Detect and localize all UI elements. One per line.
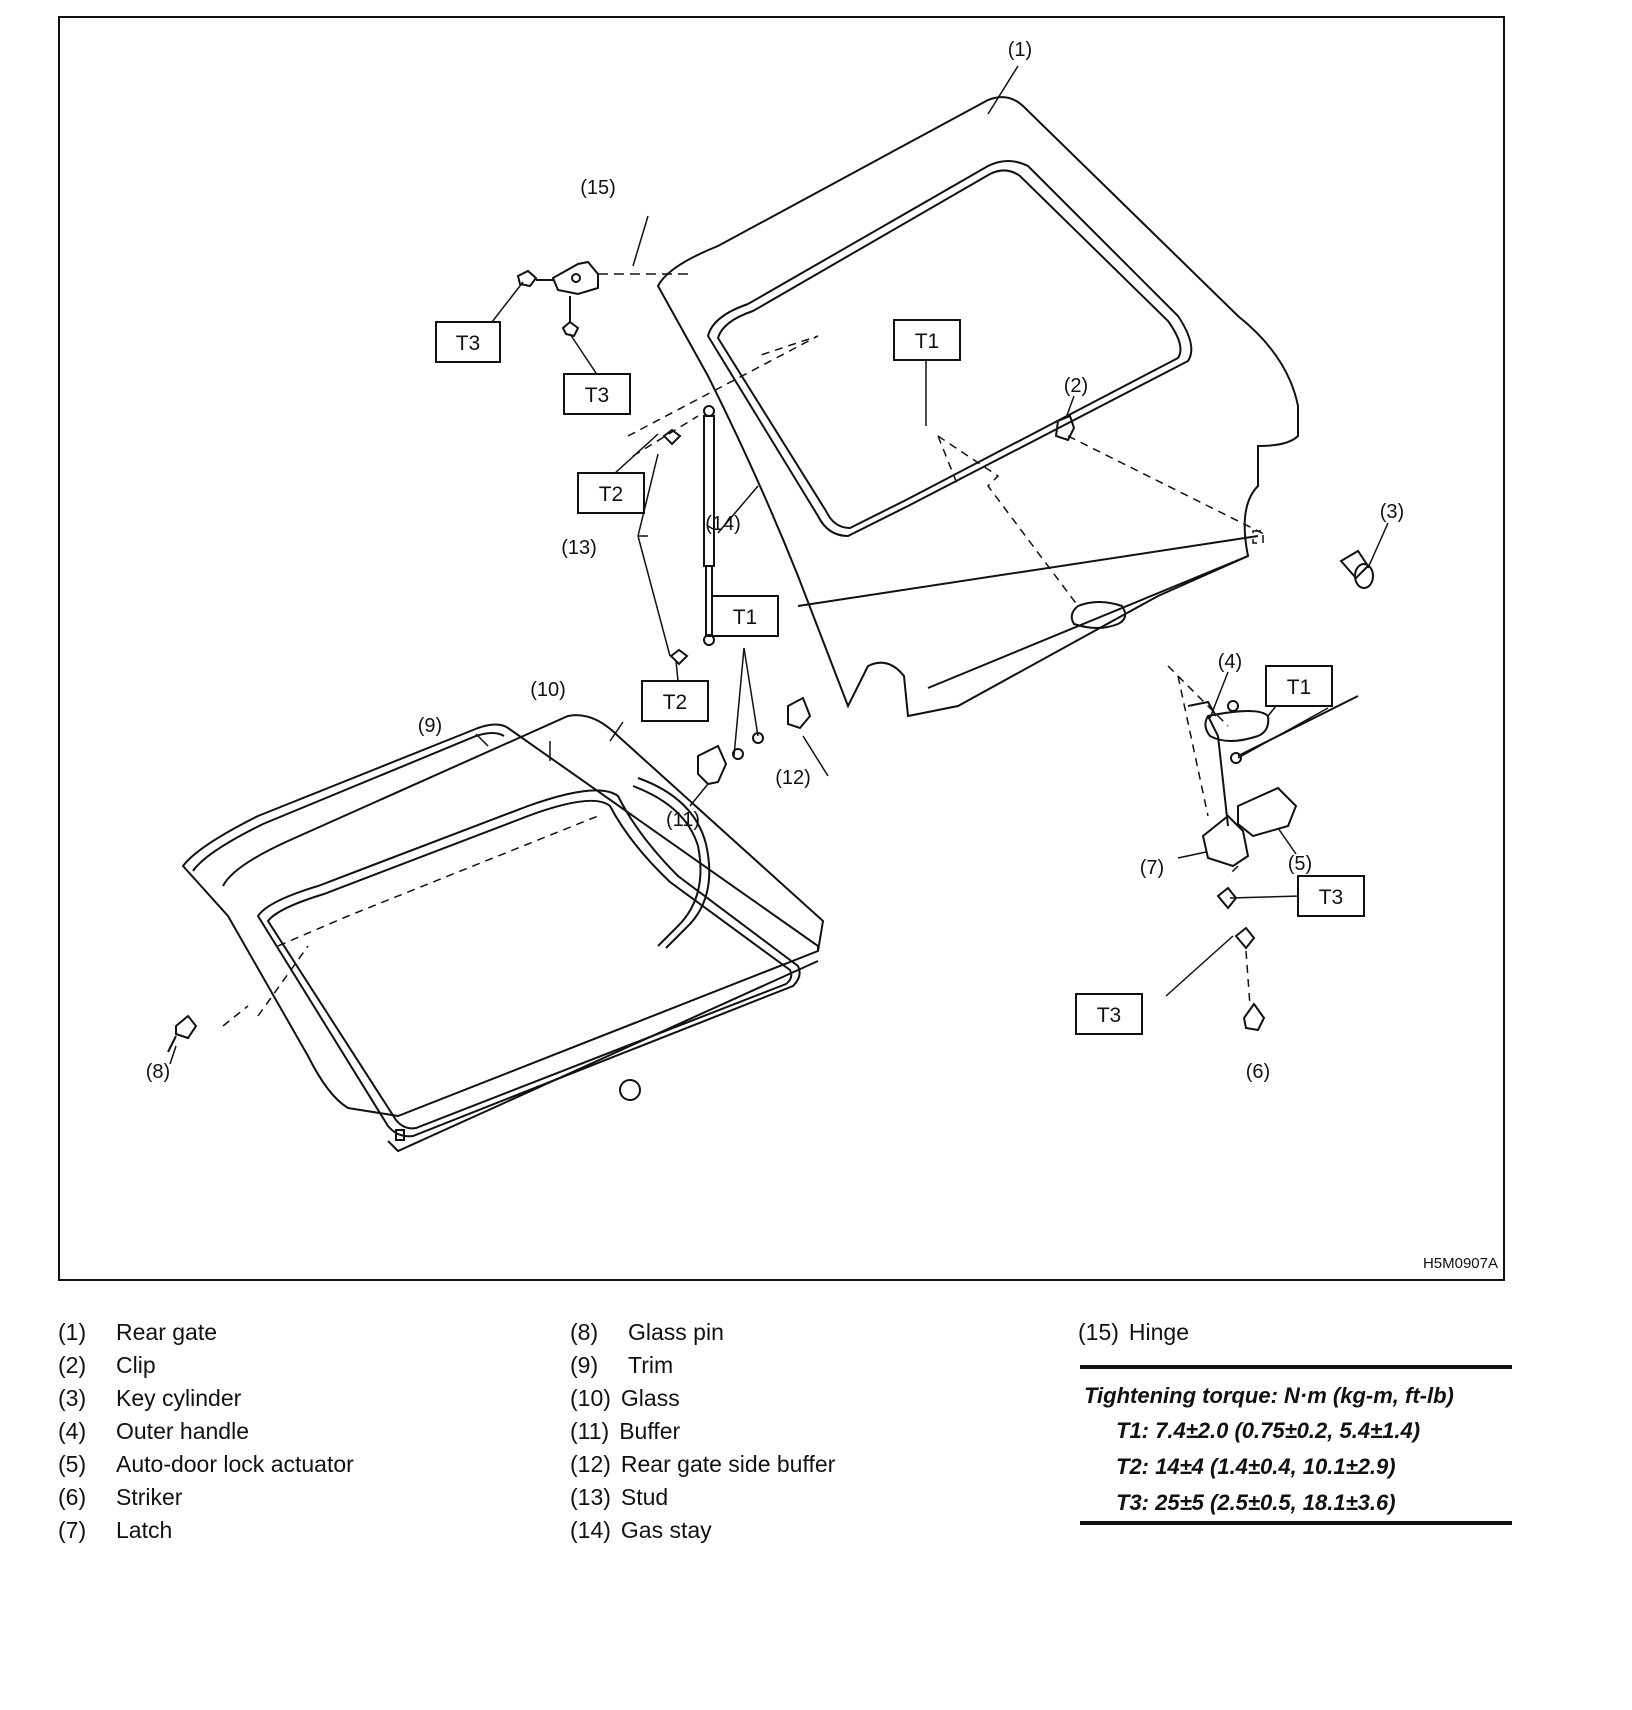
latch-drawing xyxy=(1201,715,1250,868)
callout-3: (3) xyxy=(1380,501,1404,523)
torque-title: Tightening torque: N·m (kg-m, ft-lb) xyxy=(1084,1383,1454,1408)
svg-text:T2: T2 xyxy=(599,483,624,506)
tag-t1-handle: T1 xyxy=(1265,665,1333,707)
tag-t3-hinge-nut: T3 xyxy=(563,373,631,415)
tag-t1-buffer: T1 xyxy=(711,595,779,637)
torque-tag-boxes: T3 T3 T1 T2 T1 T2 xyxy=(435,319,1365,1035)
legend-item: (14)Gas stay xyxy=(570,1517,712,1543)
striker-drawing xyxy=(1216,886,1266,1032)
gas-stay-drawing xyxy=(662,405,715,666)
callout-labels: (1) (2) (3) (4) (5) (6) (7) (8) (9) (10)… xyxy=(146,39,1404,1083)
torque-row-t3: T3: 25±5 (2.5±0.5, 18.1±3.6) xyxy=(1116,1490,1396,1515)
clip-drawing xyxy=(1054,414,1076,442)
tag-t3-latch-bolt: T3 xyxy=(1297,875,1365,917)
callout-6: (6) xyxy=(1246,1061,1270,1083)
legend-column-2: (8)Glass pin (9)Trim (10)Glass (11)Buffe… xyxy=(570,1316,835,1547)
glass-and-trim-drawing xyxy=(181,714,825,1153)
legend-item: (11)Buffer xyxy=(570,1418,681,1444)
legend-column-1: (1)Rear gate (2)Clip (3)Key cylinder (4)… xyxy=(58,1316,354,1547)
callout-4: (4) xyxy=(1218,651,1242,673)
tag-t1-clip: T1 xyxy=(893,319,961,361)
legend-item: (9)Trim xyxy=(570,1352,674,1378)
legend-item: (13)Stud xyxy=(570,1484,669,1510)
tightening-torque-table: Tightening torque: N·m (kg-m, ft-lb) T1:… xyxy=(1080,1365,1512,1525)
svg-text:T2: T2 xyxy=(663,691,688,714)
svg-text:T3: T3 xyxy=(1097,1004,1122,1027)
torque-row-t1: T1: 7.4±2.0 (0.75±0.2, 5.4±1.4) xyxy=(1116,1418,1421,1443)
svg-text:T3: T3 xyxy=(585,384,610,407)
glass-pin-drawing xyxy=(167,1014,198,1053)
tag-t3-striker-bolt: T3 xyxy=(1075,993,1143,1035)
callout-1: (1) xyxy=(1008,39,1032,61)
rear-gate-drawing xyxy=(656,96,1299,718)
svg-text:T1: T1 xyxy=(733,606,758,629)
legend-item: (5)Auto-door lock actuator xyxy=(58,1451,354,1477)
hinge-drawing xyxy=(516,260,599,338)
legend-item: (12)Rear gate side buffer xyxy=(570,1451,836,1477)
callout-5: (5) xyxy=(1288,853,1312,875)
callout-10: (10) xyxy=(530,679,566,701)
legend-column-3: (15)Hinge xyxy=(1078,1316,1189,1349)
legend-item: (2)Clip xyxy=(58,1352,156,1378)
figure-code: H5M0907A xyxy=(1423,1255,1498,1272)
callout-7: (7) xyxy=(1140,857,1164,879)
legend-item: (10)Glass xyxy=(570,1385,680,1411)
callout-12: (12) xyxy=(775,767,811,789)
svg-text:T3: T3 xyxy=(1319,886,1344,909)
legend-item: (1)Rear gate xyxy=(58,1319,218,1345)
exploded-parts-diagram: T3 T3 T1 T2 T1 T2 xyxy=(58,16,1505,1282)
legend-item: (7)Latch xyxy=(58,1517,173,1543)
legend-item: (4)Outer handle xyxy=(58,1418,249,1444)
actuator-drawing xyxy=(1230,695,1359,838)
callout-9: (9) xyxy=(418,715,442,737)
callout-2: (2) xyxy=(1064,375,1088,397)
leader-lines xyxy=(169,65,1389,1065)
callout-13: (13) xyxy=(561,537,597,559)
legend-item: (8)Glass pin xyxy=(570,1319,724,1345)
legend-item: (3)Key cylinder xyxy=(58,1385,242,1411)
tag-t2-lower-stud: T2 xyxy=(641,680,709,722)
torque-row-t2: T2: 14±4 (1.4±0.4, 10.1±2.9) xyxy=(1116,1454,1396,1479)
tag-t2-upper-stud: T2 xyxy=(577,472,645,514)
callout-8: (8) xyxy=(146,1061,170,1083)
callout-11: (11) xyxy=(666,809,700,831)
svg-text:T3: T3 xyxy=(456,332,481,355)
callout-15: (15) xyxy=(580,177,616,199)
callout-14: (14) xyxy=(705,513,741,535)
legend-item: (6)Striker xyxy=(58,1484,183,1510)
key-cylinder-drawing xyxy=(1339,549,1374,589)
diagram-frame xyxy=(58,16,1505,1281)
tag-t3-hinge-bolt: T3 xyxy=(435,321,501,363)
outer-handle-drawing xyxy=(1187,700,1270,742)
legend-item: (15)Hinge xyxy=(1078,1319,1190,1345)
svg-text:T1: T1 xyxy=(1287,676,1312,699)
svg-text:T1: T1 xyxy=(915,330,940,353)
